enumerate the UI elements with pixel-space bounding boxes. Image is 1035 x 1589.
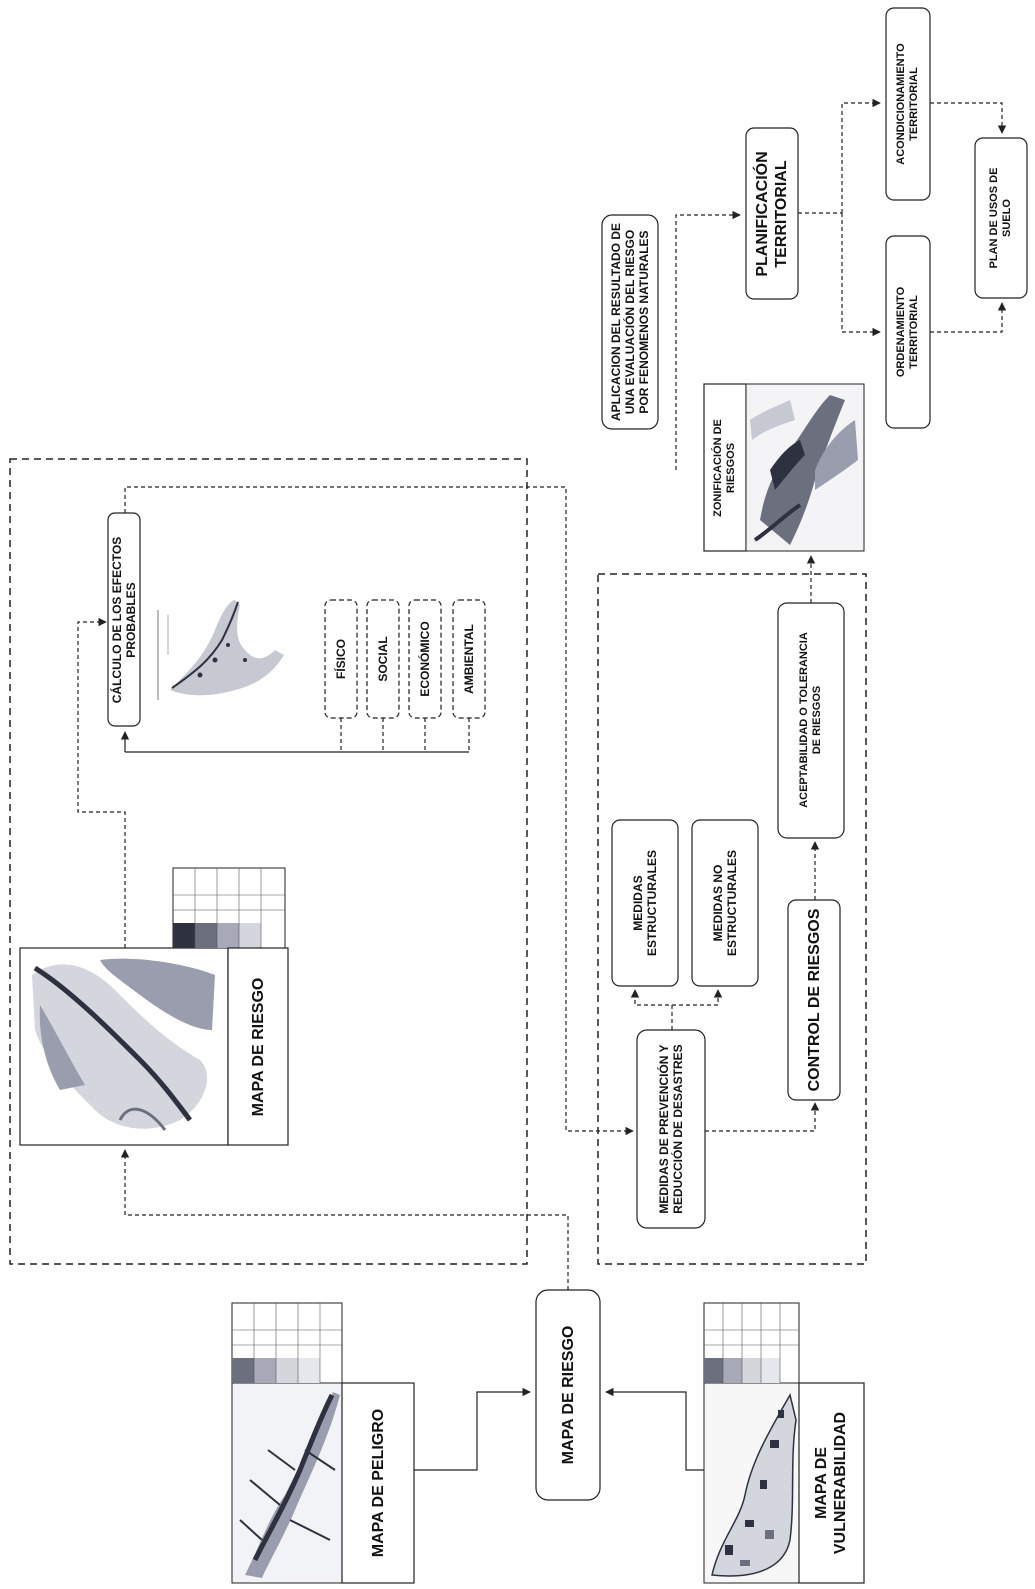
zonificacion-label-box [703, 383, 747, 552]
ambiental-label: AMBIENTAL [462, 624, 476, 694]
group-frame-risk-analysis [9, 458, 528, 1265]
connector-categories-to-calculo [120, 718, 470, 753]
risk-map-image [19, 947, 229, 1146]
connector-to-plan-usos [930, 102, 1007, 333]
hazard-map-label-box [341, 1382, 415, 1584]
prevencion-box [636, 1029, 706, 1229]
hazard-map-image [231, 1382, 343, 1584]
no-estructurales-label: MEDIDAS NO ESTRUCTURALES [711, 850, 739, 957]
risk-map-label-box [227, 947, 289, 1146]
aplicacion-box [601, 214, 659, 430]
aceptabilidad-label: ACEPTABILIDAD O TOLERANCIA DE RIESGOS [798, 632, 823, 808]
connector-calculo-to-prevencion [124, 486, 634, 1136]
calculo-box [107, 512, 141, 727]
estructurales-box [611, 819, 679, 987]
connector-prevencion-to-medidas [630, 989, 723, 1030]
risk-map-legend [172, 867, 286, 949]
control-box [787, 899, 841, 1101]
acondicionamiento-label: ACONDICIONAMIENTO TERRITORIAL [895, 43, 920, 165]
risk-map-top-label: MAPA DE RIESGO [249, 977, 267, 1117]
plan-usos-box [974, 137, 1028, 299]
connector-planificacion-branches [798, 98, 881, 337]
social-label: SOCIAL [376, 636, 390, 682]
control-label: CONTROL DE RIESGOS [805, 908, 823, 1092]
connector-hazard-to-risk [414, 1387, 531, 1471]
zonificacion-label: ZONIFICACIÓN DE RIESGOS [712, 419, 737, 517]
vulnerability-map-image [703, 1382, 800, 1584]
plan-usos-label: PLAN DE USOS DE SUELO [988, 167, 1013, 269]
connector-risk-to-riskmap [120, 1149, 569, 1290]
vulnerability-map-label: MAPA DE VULNERABILIDAD [813, 1411, 849, 1555]
economico-label: ECONÓMICO [418, 621, 432, 697]
aplicacion-label: APLICACION DEL RESULTADO DE UNA EVALUACI… [609, 223, 651, 422]
group-frame-risk-management [597, 573, 867, 1265]
connector-zonificacion-to-planificacion [675, 210, 741, 470]
estructurales-label: MEDIDAS ESTRUCTURALES [631, 850, 659, 957]
planificacion-label: PLANIFICACIÓN TERRITORIAL [754, 151, 790, 277]
hazard-map-label: MAPA DE PELIGRO [369, 1408, 387, 1558]
fisico-label: FÍSICO [334, 639, 348, 680]
zonificacion-map-image [745, 383, 865, 552]
no-estructurales-box [691, 819, 759, 987]
connector-riskmap-to-calculo [77, 617, 126, 948]
effects-sketch-map [157, 600, 284, 700]
vulnerability-map-label-box [798, 1382, 865, 1584]
prevencion-label: MEDIDAS DE PREVENCIÓN Y REDUCCIÓN DE DES… [657, 1044, 685, 1214]
calculo-label: CÁLCULO DE LOS EFECTOS PROBABLES [110, 536, 138, 704]
risk-map-center-label: MAPA DE RIESGO [559, 1325, 577, 1465]
connector-vulnerability-to-risk [605, 1387, 704, 1471]
connector-prevencion-to-control [705, 1102, 820, 1132]
vulnerability-map-legend [703, 1302, 800, 1384]
ordenamiento-label: ORDENAMIENTO TERRITORIAL [895, 286, 920, 378]
acondicionamiento-box [885, 7, 931, 201]
hazard-map-legend [231, 1302, 343, 1384]
